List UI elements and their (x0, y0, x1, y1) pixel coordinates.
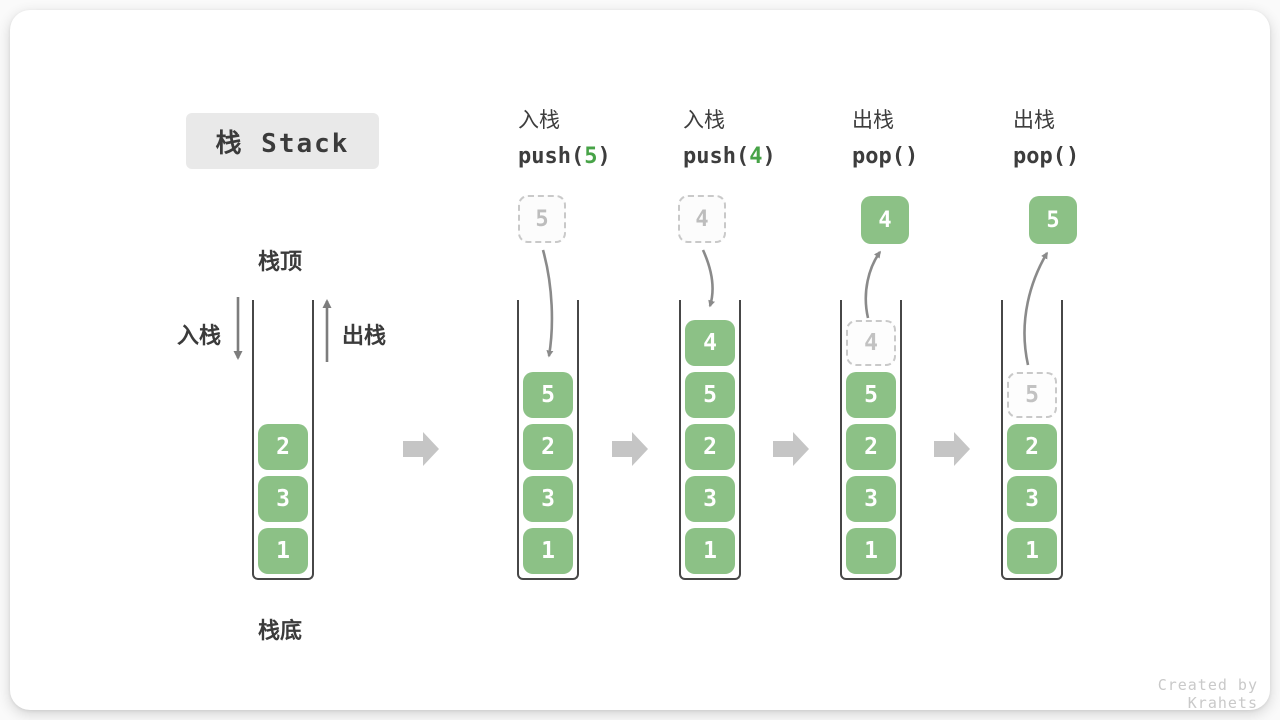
stack-top-label: 栈顶 (258, 249, 303, 274)
stack-item: 1 (523, 528, 573, 574)
stack-item: 1 (258, 528, 308, 574)
stack-item: 3 (258, 476, 308, 522)
pop-side-label: 出栈 (342, 323, 387, 348)
push-4-curve-arrow-icon (701, 249, 715, 308)
stack-1: 2 3 1 (252, 300, 314, 580)
code-post: ) (904, 144, 919, 169)
op-code: pop() (1013, 142, 1153, 172)
code-arg: 5 (584, 144, 598, 169)
op-name: 出栈 (852, 109, 894, 132)
op-header-push-4: 入栈 push(4) (683, 106, 823, 172)
op-code: push(5) (518, 142, 658, 172)
code-post: ) (762, 144, 776, 169)
stack-item: 2 (1007, 424, 1057, 470)
code-post: ) (597, 144, 611, 169)
stack-item: 4 (685, 320, 735, 366)
code-pre: push( (518, 144, 585, 169)
stack-item: 3 (685, 476, 735, 522)
stack-item: 2 (523, 424, 573, 470)
flow-arrow-icon (403, 432, 439, 466)
code-arg: 4 (749, 144, 763, 169)
op-code: pop() (852, 142, 992, 172)
stack-item: 5 (523, 372, 573, 418)
op-header-push-5: 入栈 push(5) (518, 106, 658, 172)
stack-item: 1 (846, 528, 896, 574)
stack-item: 5 (846, 372, 896, 418)
float-box-push-5: 5 (518, 195, 566, 243)
push-side-label: 入栈 (177, 323, 222, 348)
stack-item: 3 (846, 476, 896, 522)
code-pre: pop( (852, 144, 905, 169)
op-name: 出栈 (1013, 109, 1055, 132)
code-post: ) (1065, 144, 1080, 169)
stack-item: 3 (1007, 476, 1057, 522)
float-box-push-4: 4 (678, 195, 726, 243)
stack-item: 1 (685, 528, 735, 574)
stack-item: 2 (846, 424, 896, 470)
stack-item: 5 (685, 372, 735, 418)
code-pre: push( (683, 144, 750, 169)
float-box-pop-5: 5 (1029, 196, 1077, 244)
diagram-card: 栈 Stack 栈顶 栈底 入栈 出栈 入栈 push(5) 入栈 push(4… (10, 10, 1270, 712)
watermark: Created by Krahets (1157, 676, 1258, 712)
stack-ghost-item: 4 (846, 320, 896, 366)
stack-bottom-label: 栈底 (258, 618, 303, 643)
stack-item: 2 (685, 424, 735, 470)
op-name: 入栈 (518, 109, 560, 132)
stack-2: 5 2 3 1 (517, 300, 579, 580)
stack-ghost-item: 5 (1007, 372, 1057, 418)
flow-arrow-icon (773, 432, 809, 466)
flow-arrow-icon (612, 432, 648, 466)
op-header-pop-2: 出栈 pop() (1013, 106, 1153, 172)
stack-item: 3 (523, 476, 573, 522)
op-name: 入栈 (683, 109, 725, 132)
stack-5: 5 2 3 1 (1001, 300, 1063, 580)
flow-arrow-icon (934, 432, 970, 466)
op-code: push(4) (683, 142, 823, 172)
op-header-pop-1: 出栈 pop() (852, 106, 992, 172)
stack-item: 2 (258, 424, 308, 470)
stack-3: 4 5 2 3 1 (679, 300, 741, 580)
float-box-pop-4: 4 (861, 196, 909, 244)
code-pre: pop( (1013, 144, 1066, 169)
title-badge: 栈 Stack (186, 113, 379, 169)
page-title: 栈 Stack (215, 128, 350, 159)
stack-item: 1 (1007, 528, 1057, 574)
stack-4: 4 5 2 3 1 (840, 300, 902, 580)
